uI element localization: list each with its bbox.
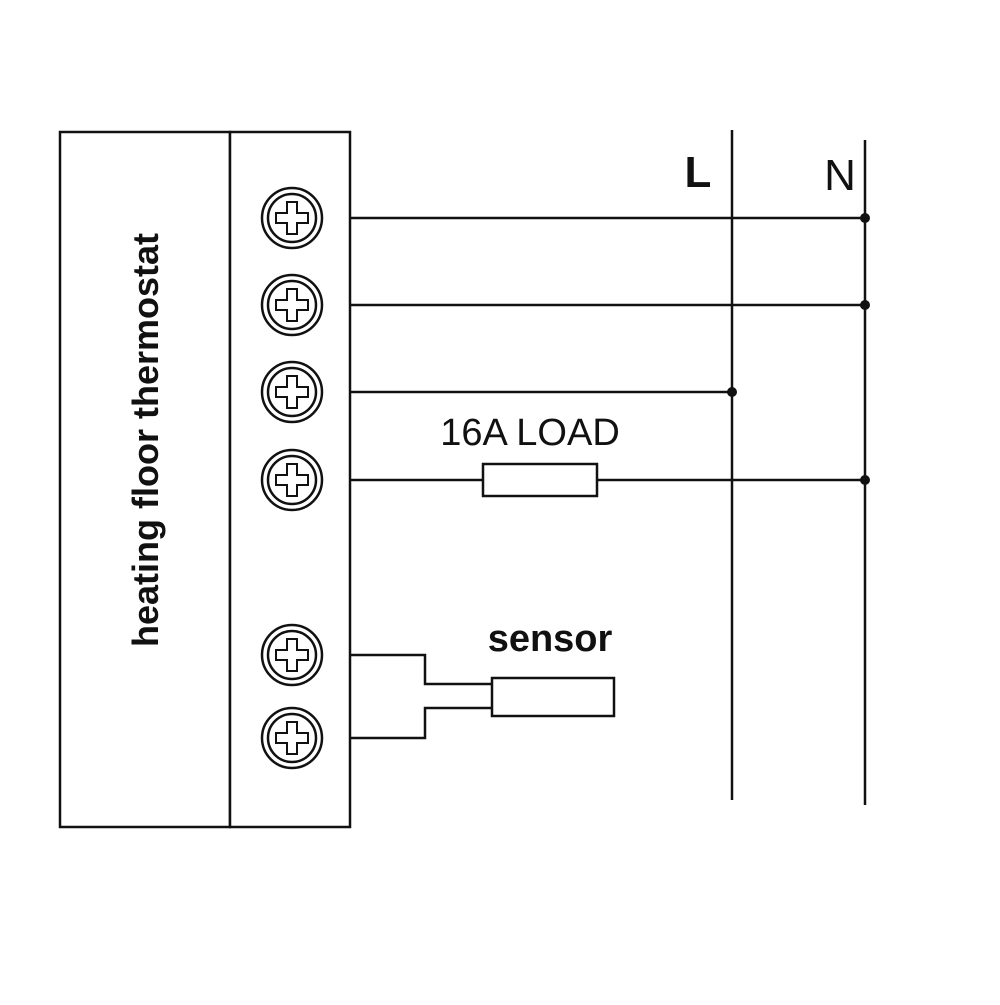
screw-plus-icon [275,375,309,409]
screw-plus-icon [275,721,309,755]
thermostat-body [58,130,232,829]
sensor-wire-1 [350,653,492,686]
screw-plus-icon [275,288,309,322]
junction-neutral-1 [860,213,870,223]
sensor-probe [490,676,616,718]
sensor-wire-2 [350,706,492,740]
neutral-label: N [824,151,856,200]
terminal-2 [260,273,324,337]
screw-plus-icon [275,463,309,497]
sensor-label: sensor [488,618,613,660]
terminal-6 [260,706,324,770]
screw-plus-icon [275,638,309,672]
terminal-5 [260,623,324,687]
terminal-3 [260,360,324,424]
thermostat-label: heating floor thermostat [125,233,166,647]
screw-plus-icon [275,201,309,235]
load-resistor [481,462,599,498]
junction-live [727,387,737,397]
junction-neutral-2 [860,300,870,310]
load-label: 16A LOAD [440,412,620,454]
terminal-1 [260,186,324,250]
terminal-group [260,186,324,770]
junction-neutral-3 [860,475,870,485]
live-label: L [685,148,712,197]
terminal-4 [260,448,324,512]
